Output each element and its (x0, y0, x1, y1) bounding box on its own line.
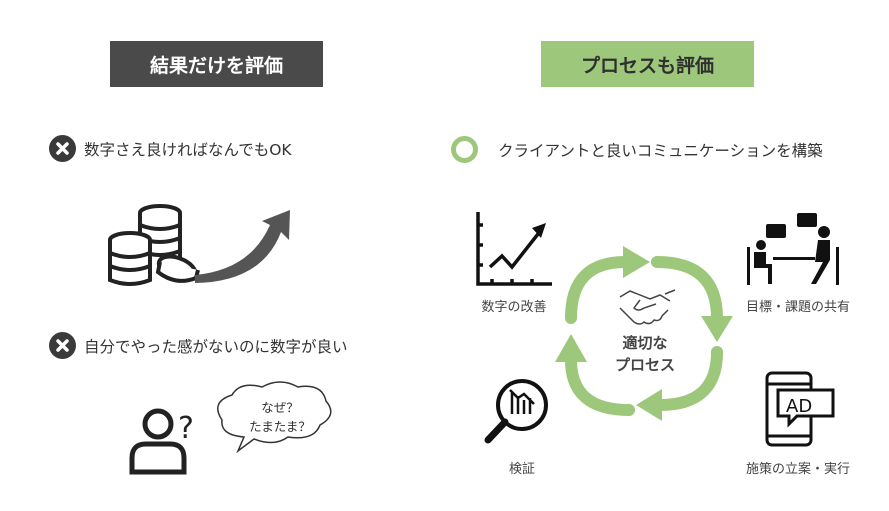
arrow-right-icon (623, 246, 650, 278)
step-plan-execute: 施策の立案・実行 (745, 462, 851, 477)
phone-ad-icon (765, 371, 835, 447)
handshake-icon (619, 289, 676, 325)
arrow-left-icon (636, 389, 662, 421)
question-mark-icon: ? (178, 411, 194, 446)
bubble-line-2: たまたま？ (249, 419, 311, 434)
bubble-line-1: なぜ？ (261, 400, 299, 415)
cross-icon (49, 332, 76, 359)
confused-person-icon (129, 408, 187, 475)
circle-icon (451, 136, 478, 163)
cross-icon (49, 135, 76, 162)
up-arrow-icon (195, 210, 290, 283)
analysis-magnifier-icon (484, 379, 548, 444)
arrow-down-icon (701, 316, 733, 342)
process-cycle (565, 256, 723, 416)
arrow-up-icon (555, 334, 587, 362)
bad-point-2: 自分でやった感がないのに数字が良い (49, 332, 348, 359)
results-only-header: 結果だけを評価 (110, 41, 323, 87)
good-point-text: クライアントと良いコミュニケーションを構築 (498, 141, 823, 160)
coins-icon (108, 204, 200, 286)
step-verify: 検証 (508, 462, 536, 477)
chart-arrowhead-icon (532, 223, 546, 238)
good-point: クライアントと良いコミュニケーションを構築 (451, 136, 823, 163)
meeting-icon (747, 213, 839, 285)
center-line-2: プロセス (614, 356, 676, 374)
center-line-1: 適切な (622, 334, 668, 352)
growth-chart-icon (476, 212, 552, 286)
cycle-center-label: 適切な プロセス (615, 332, 675, 376)
bad-point-1: 数字さえ良ければなんでもOK (49, 135, 292, 162)
bad-point-text: 自分でやった感がないのに数字が良い (84, 337, 348, 356)
bubble-text: なぜ？ たまたま？ (225, 398, 335, 436)
bad-point-text: 数字さえ良ければなんでもOK (84, 140, 292, 159)
step-improve-numbers: 数字の改善 (481, 300, 547, 315)
process-too-header: プロセスも評価 (541, 41, 754, 87)
ad-text: AD (786, 396, 812, 417)
speech-bubble-icon (217, 381, 332, 454)
step-share-goals: 目標・課題の共有 (745, 300, 851, 315)
